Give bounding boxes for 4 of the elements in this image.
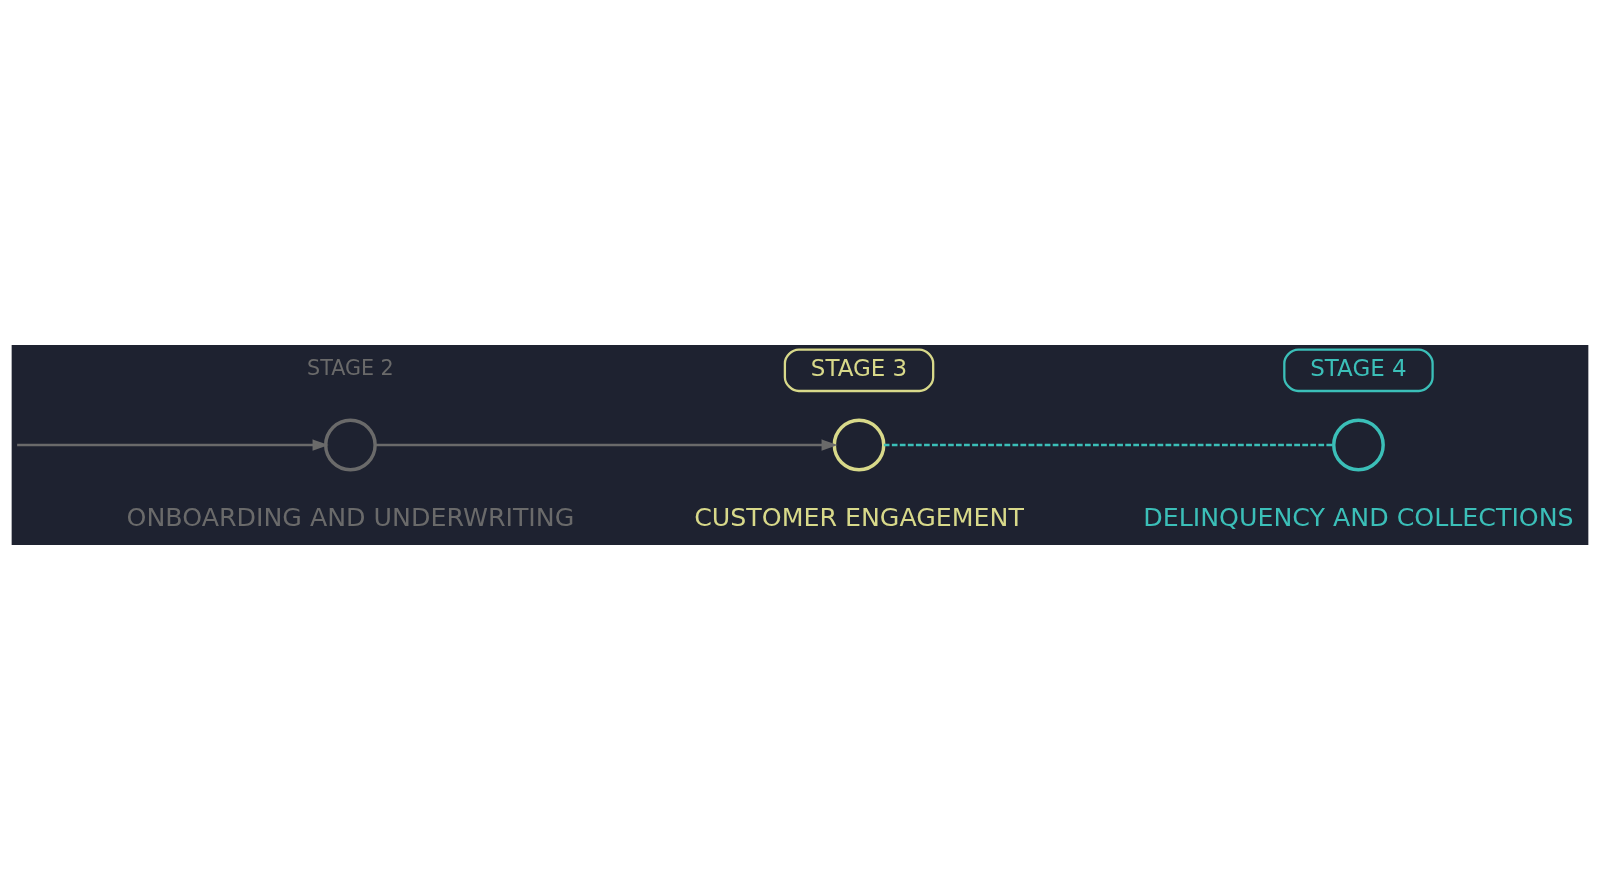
node-label: CUSTOMER ENGAGEMENT [694,502,1024,532]
label: STAGE 2 [307,355,394,380]
node-label: DELINQUENCY AND COLLECTIONS [1143,502,1574,532]
node-label: ONBOARDING AND UNDERWRITING [126,502,575,532]
